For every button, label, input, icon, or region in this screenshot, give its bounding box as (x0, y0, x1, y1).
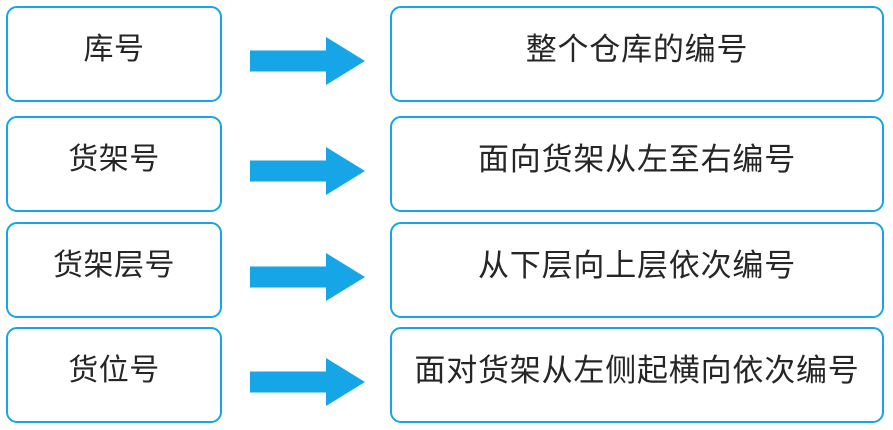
mapping-row: 货位号 面对货架从左侧起横向依次编号 (0, 327, 893, 426)
mapping-row: 货架层号 从下层向上层依次编号 (0, 222, 893, 321)
term-label: 库号 (83, 32, 145, 67)
right-block-arrow-icon (250, 147, 365, 195)
term-label: 货位号 (68, 353, 160, 388)
definition-label: 整个仓库的编号 (525, 31, 749, 68)
definition-label: 面向货架从左至右编号 (478, 141, 796, 178)
definition-box-4[interactable]: 面对货架从左侧起横向依次编号 (390, 327, 884, 423)
right-block-arrow-icon (250, 37, 365, 85)
right-block-arrow-icon (250, 358, 365, 406)
term-label: 货架号 (68, 142, 160, 177)
definition-box-1[interactable]: 整个仓库的编号 (390, 6, 884, 102)
mapping-row: 库号 整个仓库的编号 (0, 6, 893, 105)
term-box-1[interactable]: 库号 (6, 6, 222, 102)
right-block-arrow-icon (250, 253, 365, 301)
term-box-4[interactable]: 货位号 (6, 327, 222, 423)
term-box-3[interactable]: 货架层号 (6, 222, 222, 318)
definition-label: 从下层向上层依次编号 (478, 247, 796, 284)
mapping-row: 货架号 面向货架从左至右编号 (0, 116, 893, 215)
definition-box-2[interactable]: 面向货架从左至右编号 (390, 116, 884, 212)
definition-box-3[interactable]: 从下层向上层依次编号 (390, 222, 884, 318)
term-box-2[interactable]: 货架号 (6, 116, 222, 212)
definition-label: 面对货架从左侧起横向依次编号 (414, 352, 860, 389)
term-label: 货架层号 (53, 248, 175, 283)
